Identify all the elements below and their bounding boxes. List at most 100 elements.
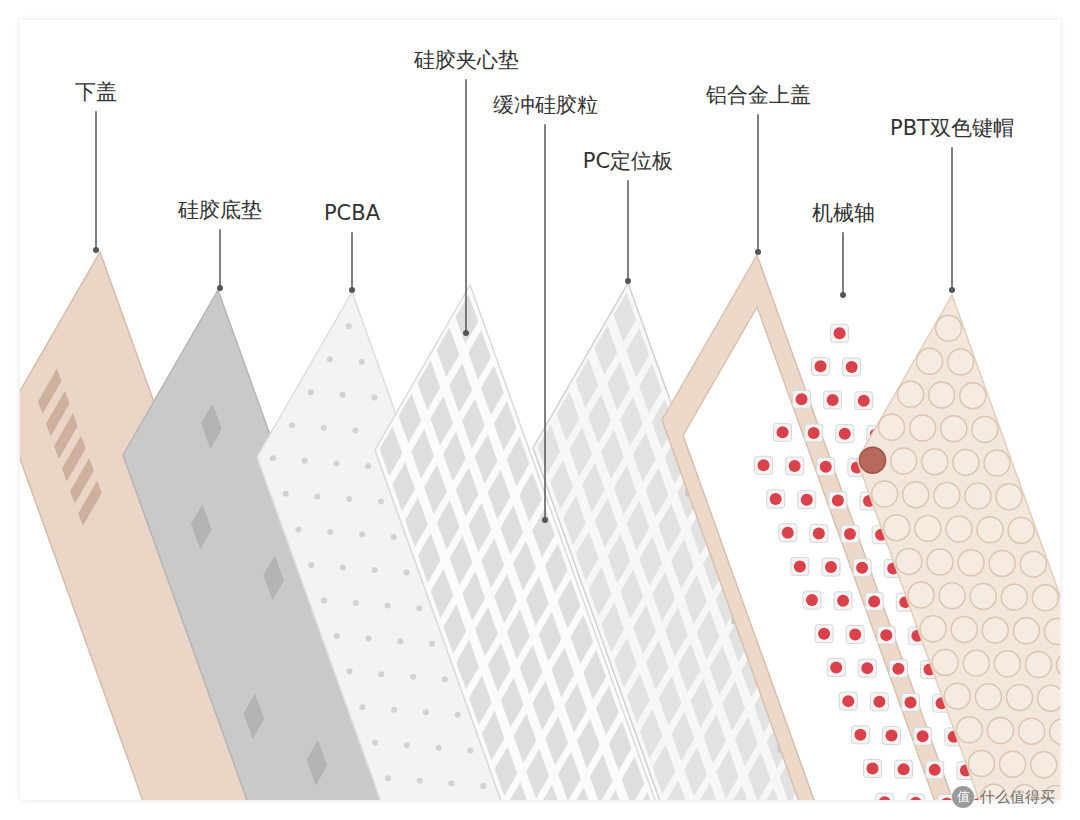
switch-housing <box>851 726 869 744</box>
leader-line <box>627 180 629 281</box>
pcb-hole <box>480 783 486 789</box>
keycap <box>994 651 1020 677</box>
switch-stem <box>849 628 861 640</box>
switch-stem <box>861 662 873 674</box>
keycap <box>910 415 936 441</box>
pcb-hole <box>352 427 358 433</box>
pcb-hole <box>359 532 365 538</box>
keycap <box>1038 685 1060 711</box>
pcb-hole <box>410 674 416 680</box>
pcb-hole <box>321 425 327 431</box>
keycap <box>972 416 998 442</box>
keycap <box>934 482 960 508</box>
pcb-hole <box>378 499 384 505</box>
leader-dot <box>840 292 846 298</box>
pcb-hole <box>448 780 454 786</box>
leader-line <box>465 79 467 333</box>
switch-stem <box>846 361 858 373</box>
switch-housing <box>853 559 871 577</box>
switch-housing <box>839 692 857 710</box>
pcb-hole <box>340 565 346 571</box>
switch-stem <box>834 327 846 339</box>
part-label: 铝合金上盖 <box>706 83 811 108</box>
keycap <box>860 447 886 473</box>
keycap <box>989 550 1015 576</box>
switch-housing <box>889 660 907 678</box>
pcb-hole <box>340 392 346 398</box>
pcb-hole <box>366 636 372 642</box>
pcb-hole <box>289 422 295 428</box>
keycap <box>941 416 967 442</box>
pcb-hole <box>391 534 397 540</box>
part-label: 缓冲硅胶粒 <box>493 93 598 118</box>
keycap <box>951 616 977 642</box>
leader-line <box>95 111 97 250</box>
switch-stem <box>830 661 842 673</box>
pcb-hole <box>308 562 314 568</box>
switch-stem <box>858 395 870 407</box>
switch-housing <box>865 592 883 610</box>
switch-stem <box>837 595 849 607</box>
keycap <box>969 751 995 777</box>
pcb-hole <box>372 740 378 746</box>
switch-housing <box>803 591 821 609</box>
switch-housing <box>798 491 816 509</box>
watermark-icon: 值 <box>952 786 974 808</box>
keycap <box>1020 551 1046 577</box>
keycap <box>960 383 986 409</box>
keycap <box>970 583 996 609</box>
watermark-text: 什么值得买 <box>980 788 1055 806</box>
switch-stem <box>815 360 827 372</box>
switch-housing <box>855 392 873 410</box>
switch-stem <box>789 460 801 472</box>
keycap <box>946 516 972 542</box>
switch-stem <box>842 695 854 707</box>
pcb-hole <box>346 323 352 329</box>
switch-stem <box>820 461 832 473</box>
keycap <box>891 448 917 474</box>
leader-line <box>951 147 953 290</box>
keycap <box>1026 652 1052 678</box>
pad-cutout <box>244 694 265 739</box>
switch-housing <box>831 324 849 342</box>
leader-dot <box>217 285 223 291</box>
leader-dot <box>349 287 355 293</box>
switch-stem <box>827 394 839 406</box>
leader-line <box>544 124 546 520</box>
keycap <box>908 582 934 608</box>
pcb-hole <box>365 463 371 469</box>
pcb-hole <box>372 567 378 573</box>
switch-stem <box>892 663 904 675</box>
switch-housing <box>774 423 792 441</box>
switch-housing <box>793 390 811 408</box>
keycap <box>975 684 1001 710</box>
keycap <box>903 482 929 508</box>
switch-housing <box>841 525 859 543</box>
pad-cutout <box>307 740 328 785</box>
switch-housing <box>810 524 828 542</box>
part-label: PCBA <box>324 201 380 226</box>
switch-housing <box>877 626 895 644</box>
pcb-hole <box>442 676 448 682</box>
switch-stem <box>929 764 941 776</box>
leader-lines <box>93 79 955 523</box>
keycap <box>984 450 1010 476</box>
keycap <box>1031 752 1057 778</box>
pcb-hole <box>308 389 314 395</box>
keycap <box>982 617 1008 643</box>
keycap <box>1007 685 1033 711</box>
pcb-hole <box>347 669 353 675</box>
keycap <box>1045 619 1061 645</box>
keycap <box>977 517 1003 543</box>
keycap <box>936 315 962 341</box>
switch-stem <box>886 730 898 742</box>
pcb-hole <box>321 598 327 604</box>
switch-stem <box>808 427 820 439</box>
switch-housing <box>926 761 944 779</box>
keycap <box>929 382 955 408</box>
keycap <box>932 649 958 675</box>
switch-housing <box>815 625 833 643</box>
keycap <box>922 449 948 475</box>
keycap <box>958 550 984 576</box>
pcb-hole <box>314 493 320 499</box>
